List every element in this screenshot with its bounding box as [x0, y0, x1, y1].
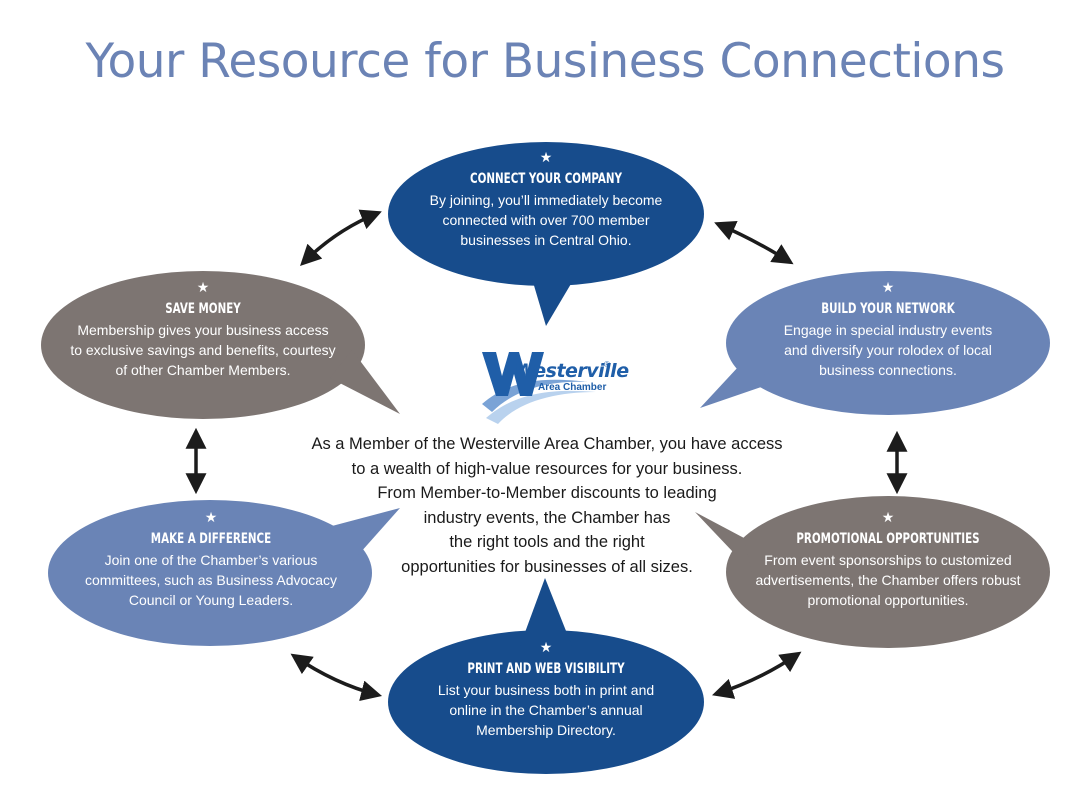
bubble-line: online in the Chamber’s annual — [449, 702, 643, 718]
bubble-save — [41, 271, 400, 419]
arrow-difference-print — [290, 653, 383, 702]
bubble-connect-text: ★ CONNECT YOUR COMPANY By joining, you’l… — [396, 150, 696, 250]
bubble-print — [388, 578, 704, 774]
center-line: industry events, the Chamber has — [423, 508, 671, 527]
bubble-heading: PRINT AND WEB VISIBILITY — [467, 661, 625, 677]
bubble-heading: SAVE MONEY — [165, 301, 241, 317]
bubble-print-text: ★ PRINT AND WEB VISIBILITY List your bus… — [396, 640, 696, 740]
bubble-heading: MAKE A DIFFERENCE — [150, 531, 272, 547]
bubble-line: and diversify your rolodex of local — [784, 342, 992, 358]
star-icon: ★ — [881, 510, 895, 526]
bubble-line: By joining, you’ll immediately become — [429, 192, 663, 208]
bubble-line: From event sponsorships to customized — [764, 552, 1012, 568]
bubble-line: Engage in special industry events — [783, 322, 993, 338]
center-line: the right tools and the right — [449, 533, 645, 551]
star-icon: ★ — [539, 640, 553, 656]
logo-trademark: ® — [604, 360, 610, 369]
bubble-network — [700, 271, 1050, 415]
bubble-body: List your business both in print and onl… — [396, 680, 696, 740]
bubble-line: committees, such as Business Advocacy — [84, 572, 338, 588]
bubble-line: business connections. — [819, 362, 957, 378]
bubble-heading: BUILD YOUR NETWORK — [821, 301, 955, 317]
bubble-promo-text: ★ PROMOTIONAL OPPORTUNITIES From event s… — [728, 510, 1048, 610]
bubble-heading: CONNECT YOUR COMPANY — [470, 171, 622, 187]
logo-swoosh-2 — [486, 390, 596, 424]
bubble-line: to exclusive savings and benefits, court… — [70, 342, 336, 358]
bubble-network-text: ★ BUILD YOUR NETWORK Engage in special i… — [738, 280, 1038, 380]
star-icon: ★ — [881, 280, 895, 296]
logo-w-mark — [482, 352, 544, 396]
bubble-connect — [388, 142, 704, 326]
bubble-save-text: ★ SAVE MONEY Membership gives your busin… — [48, 280, 358, 380]
bubble-body: Membership gives your business access to… — [48, 320, 358, 380]
star-icon: ★ — [204, 510, 218, 526]
logo-subtitle: Area Chamber — [538, 382, 607, 393]
bubble-line: Membership gives your business access — [77, 322, 329, 338]
center-line: From Member-to-Member discounts to leadi… — [377, 484, 717, 502]
arrow-save-connect — [300, 209, 382, 266]
bubble-line: List your business both in print and — [437, 682, 655, 698]
bubble-difference — [48, 500, 400, 646]
star-icon: ★ — [539, 150, 553, 166]
bubble-line: Membership Directory. — [476, 722, 616, 738]
star-icon: ★ — [196, 280, 210, 296]
bubble-line: promotional opportunities. — [807, 592, 969, 608]
bubble-body: Join one of the Chamber’s various commit… — [56, 550, 366, 610]
logo-name: Westerville — [514, 360, 629, 382]
bubble-difference-text: ★ MAKE A DIFFERENCE Join one of the Cham… — [56, 510, 366, 610]
center-line: opportunities for businesses of all size… — [401, 557, 693, 576]
bubble-line: connected with over 700 member — [442, 212, 650, 228]
bubble-line: businesses in Central Ohio. — [460, 232, 632, 248]
bubble-line: Join one of the Chamber’s various — [104, 552, 318, 568]
bubble-line: advertisements, the Chamber offers robus… — [755, 572, 1021, 588]
arrow-promo-print — [711, 651, 802, 699]
page-title: Your Resource for Business Connections — [85, 34, 1005, 89]
bubble-line: Council or Young Leaders. — [128, 592, 294, 608]
bubble-body: From event sponsorships to customized ad… — [728, 550, 1048, 610]
bubble-line: of other Chamber Members. — [115, 362, 291, 378]
center-line: As a Member of the Westerville Area Cham… — [311, 435, 783, 453]
bubble-body: By joining, you’ll immediately become co… — [396, 190, 696, 250]
center-description: As a Member of the Westerville Area Cham… — [292, 432, 802, 579]
bubble-promo — [695, 496, 1050, 648]
bubble-body: Engage in special industry events and di… — [738, 320, 1038, 380]
westerville-logo: Westerville ® Area Chamber — [478, 346, 629, 428]
center-line: to a wealth of high-value resources for … — [351, 459, 743, 478]
arrow-connect-network — [714, 221, 794, 265]
bubble-heading: PROMOTIONAL OPPORTUNITIES — [796, 531, 980, 547]
